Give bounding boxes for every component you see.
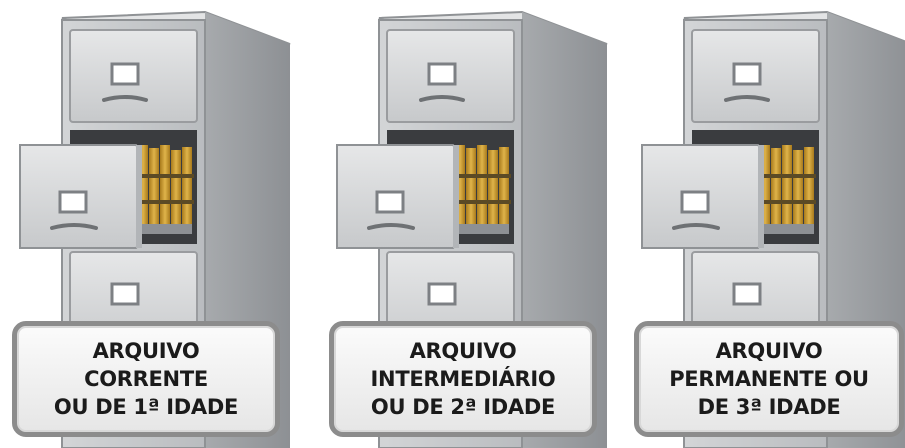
label-line-2: CORRENTE: [84, 367, 208, 391]
label-line-2: INTERMEDIÁRIO: [370, 367, 556, 391]
cabinet-current: ARQUIVO CORRENTE OU DE 1ª IDADE: [0, 0, 300, 448]
label-line-1: ARQUIVO: [715, 339, 823, 363]
label-line-1: ARQUIVO: [92, 339, 200, 363]
label-line-3: OU DE 1ª IDADE: [53, 395, 239, 419]
cabinet-label-intermediate: ARQUIVO INTERMEDIÁRIO OU DE 2ª IDADE: [329, 321, 597, 437]
cabinet-label-permanent: ARQUIVO PERMANENTE OU DE 3ª IDADE: [634, 321, 904, 437]
label-line-2: PERMANENTE OU: [669, 367, 869, 391]
label-line-3: OU DE 2ª IDADE: [370, 395, 556, 419]
cabinet-permanent: ARQUIVO PERMANENTE OU DE 3ª IDADE: [622, 0, 905, 448]
cabinet-intermediate: ARQUIVO INTERMEDIÁRIO OU DE 2ª IDADE: [317, 0, 617, 448]
label-line-1: ARQUIVO: [409, 339, 517, 363]
cabinet-label-current: ARQUIVO CORRENTE OU DE 1ª IDADE: [12, 321, 280, 437]
label-line-3: DE 3ª IDADE: [697, 395, 841, 419]
